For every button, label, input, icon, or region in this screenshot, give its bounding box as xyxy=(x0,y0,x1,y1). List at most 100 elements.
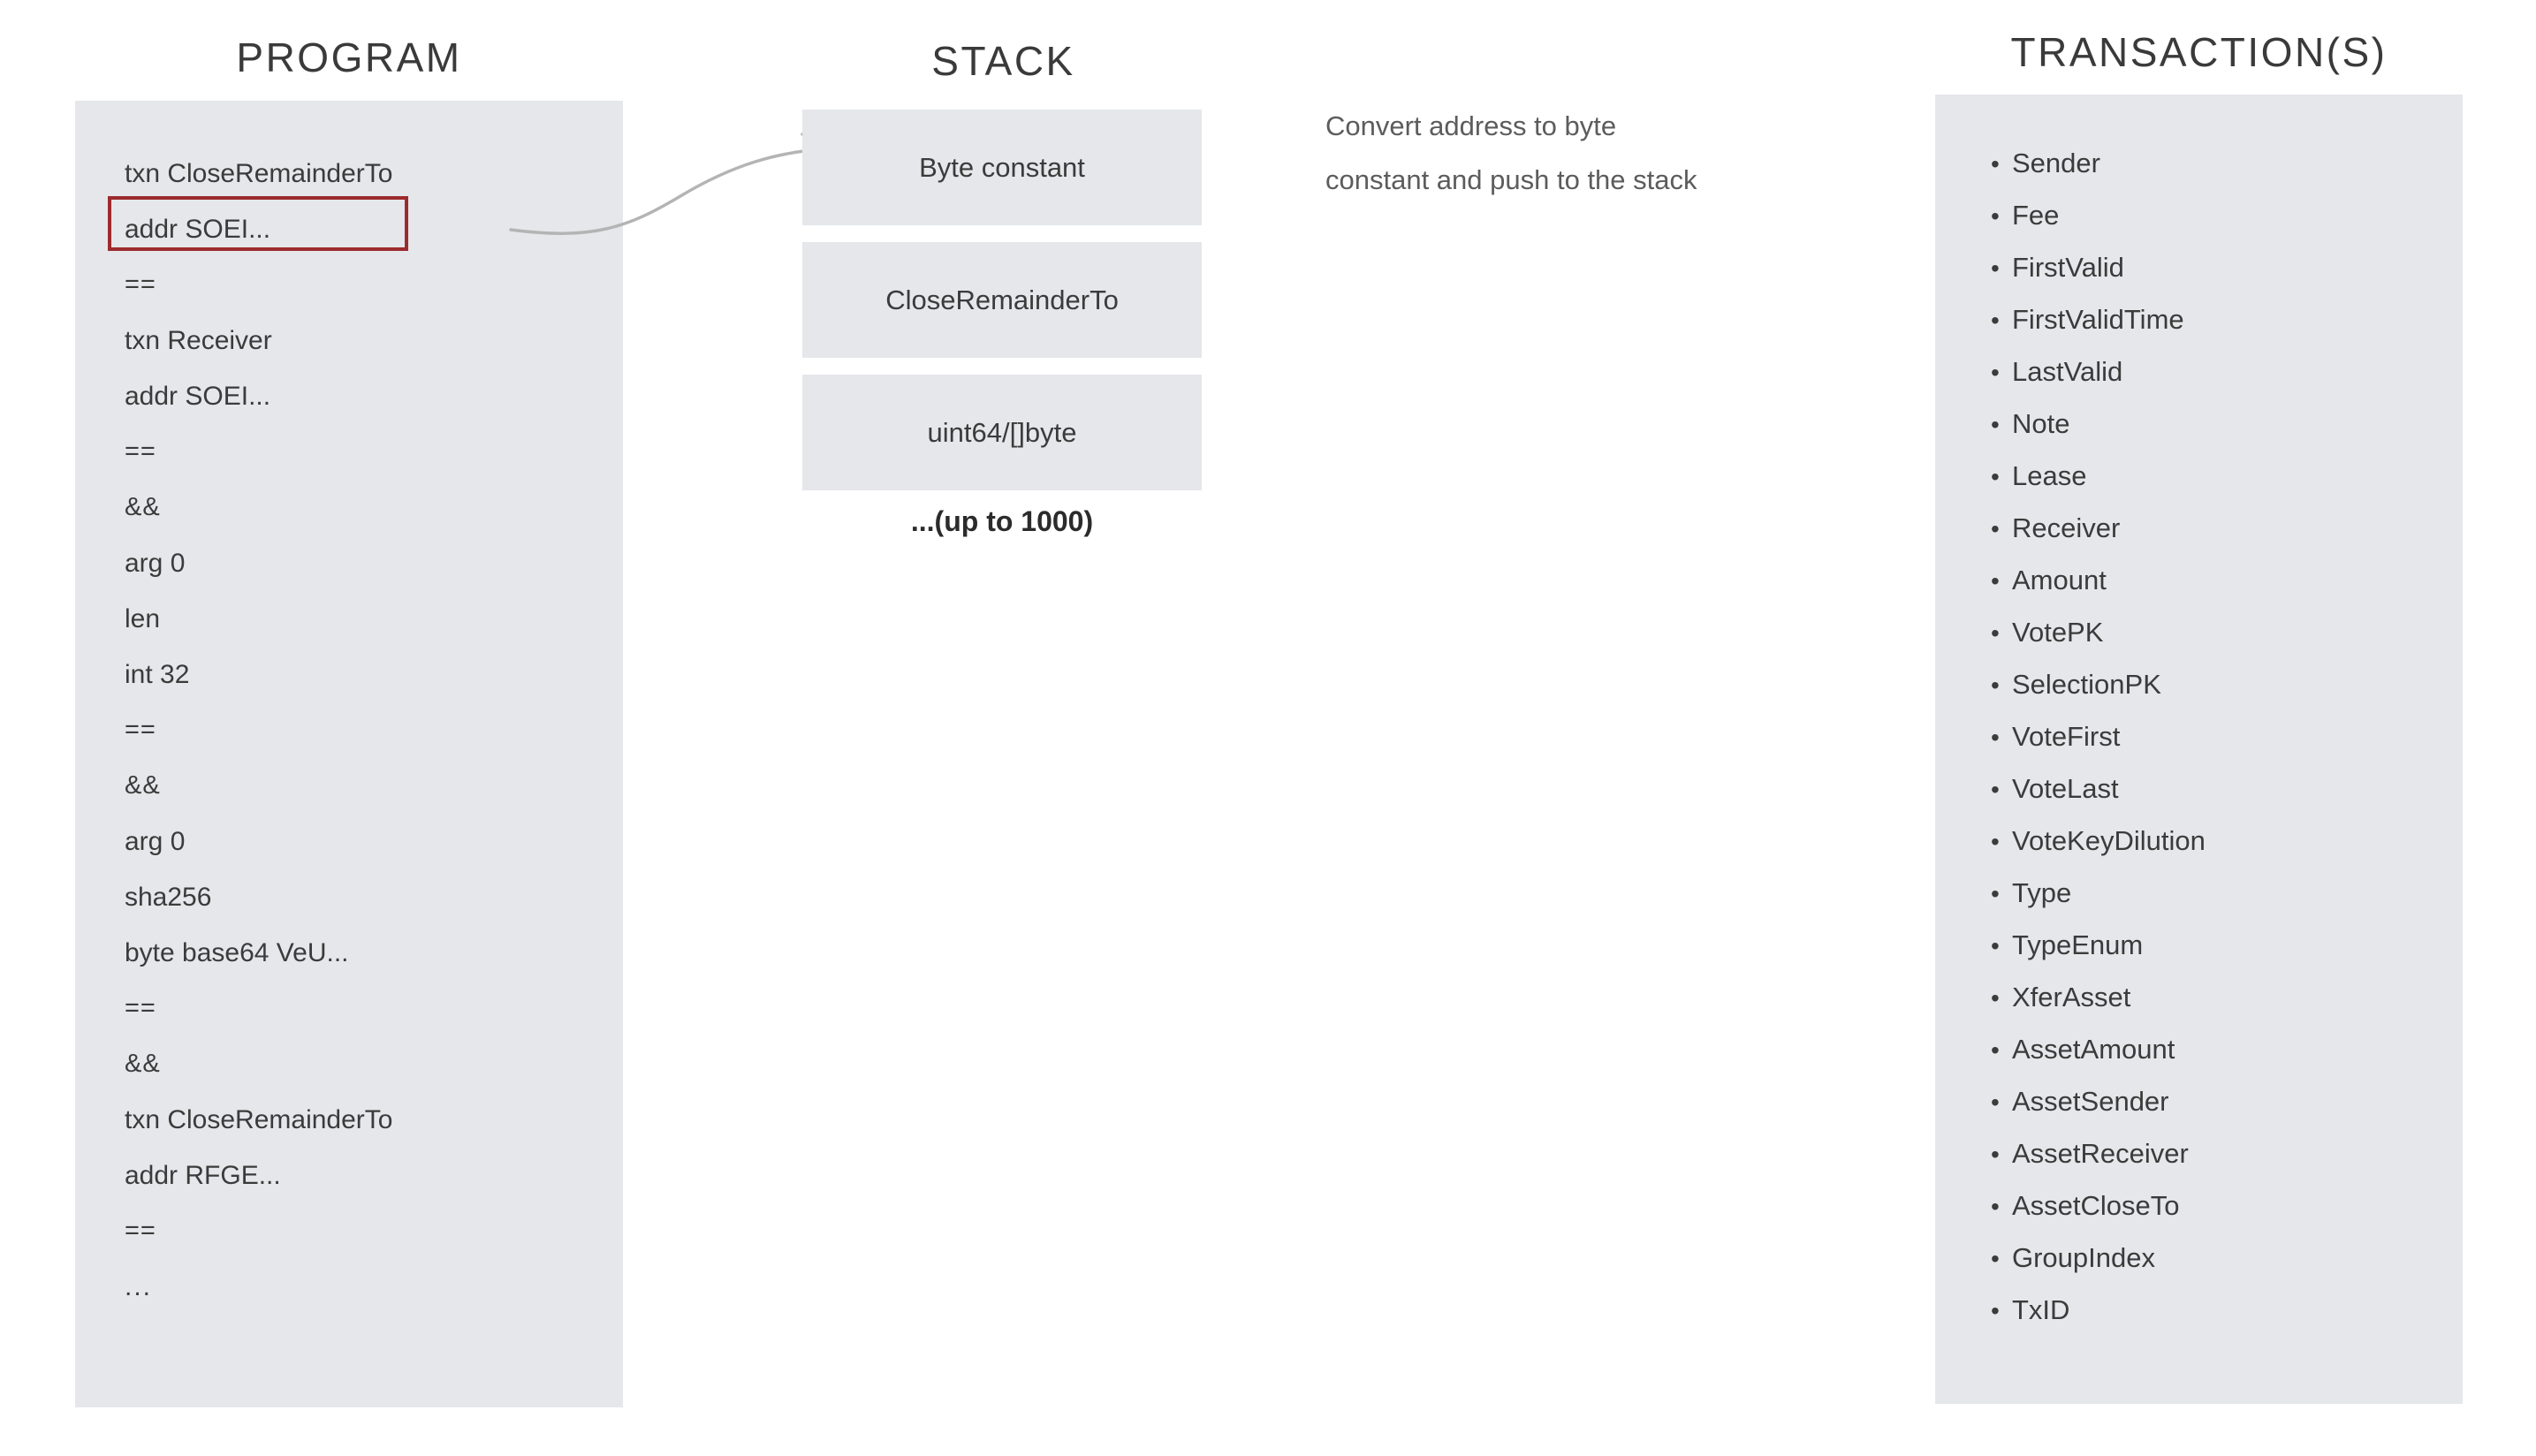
annotation-text: Convert address to byte constant and pus… xyxy=(1325,99,1873,207)
stack-box-label: CloseRemainderTo xyxy=(885,284,1119,315)
program-line: byte base64 VeU... xyxy=(125,938,349,967)
highlighted-instruction-box xyxy=(108,196,408,251)
program-line: txn CloseRemainderTo xyxy=(125,1105,393,1134)
transaction-field-label: Type xyxy=(2012,877,2072,908)
bullet-icon: • xyxy=(1991,515,2000,542)
transactions-column-heading: TRANSACTION(S) xyxy=(2010,29,2388,75)
transaction-field-label: TypeEnum xyxy=(2012,929,2144,960)
bullet-icon: • xyxy=(1991,828,2000,855)
transaction-field-item: • Sender xyxy=(1991,137,2450,189)
bullet-icon: • xyxy=(1991,150,2000,178)
transaction-field-item: •AssetAmount xyxy=(1991,1023,2450,1075)
transaction-field-label: Note xyxy=(2012,408,2070,439)
program-line: sha256 xyxy=(125,883,212,912)
transaction-field-item: • FirstValidTime xyxy=(1991,293,2450,345)
stack-box: uint64/[]byte xyxy=(802,375,1202,490)
stack-box: Byte constant xyxy=(802,110,1202,225)
bullet-icon: • xyxy=(1991,567,2000,595)
stack-box-label: uint64/[]byte xyxy=(927,416,1077,448)
transaction-field-label: AssetCloseTo xyxy=(2012,1190,2180,1221)
stack-column-heading: STACK xyxy=(931,38,1075,84)
bullet-icon: • xyxy=(1991,724,2000,751)
transaction-field-label: VoteFirst xyxy=(2012,721,2121,752)
transaction-field-label: Sender xyxy=(2012,148,2100,178)
transaction-field-label: Fee xyxy=(2012,200,2060,231)
program-line: addr SOEI... xyxy=(125,215,271,244)
transaction-field-item: • VoteKeyDilution xyxy=(1991,815,2450,867)
program-line: addr RFGE... xyxy=(125,1161,281,1190)
transaction-field-item: • XferAsset xyxy=(1991,971,2450,1023)
stack-box: CloseRemainderTo xyxy=(802,242,1202,358)
program-line: == xyxy=(125,437,156,466)
transaction-field-item: • VotePK xyxy=(1991,606,2450,658)
transaction-field-item: • Fee xyxy=(1991,189,2450,241)
program-line: && xyxy=(125,493,161,521)
program-line: == xyxy=(125,1217,156,1245)
transaction-field-label: AssetReceiver xyxy=(2012,1138,2189,1169)
program-line: int 32 xyxy=(125,660,190,689)
transaction-field-label: VotePK xyxy=(2012,617,2104,648)
bullet-icon: • xyxy=(1991,359,2000,386)
bullet-icon: • xyxy=(1991,880,2000,907)
transaction-field-label: XferAsset xyxy=(2012,982,2131,1012)
bullet-icon: • xyxy=(1991,671,2000,699)
transaction-field-item: • Lease xyxy=(1991,450,2450,502)
bullet-icon: • xyxy=(1991,307,2000,334)
transaction-field-label: FirstValid xyxy=(2012,252,2124,283)
transaction-field-item: • Receiver xyxy=(1991,502,2450,554)
bullet-icon: • xyxy=(1991,932,2000,959)
program-instruction-list: txn CloseRemainderTo addr SOEI... == txn Re… xyxy=(125,146,619,1315)
transaction-field-item: • Amount xyxy=(1991,554,2450,606)
transaction-field-item: • SelectionPK xyxy=(1991,658,2450,710)
bullet-icon: • xyxy=(1991,1088,2000,1116)
transaction-field-item: • FirstValid xyxy=(1991,241,2450,293)
transaction-field-label: VoteKeyDilution xyxy=(2012,825,2206,856)
transaction-field-label: Amount xyxy=(2012,565,2107,595)
transaction-field-label: FirstValidTime xyxy=(2012,304,2184,335)
transaction-field-label: Lease xyxy=(2012,460,2087,491)
transaction-field-label: GroupIndex xyxy=(2012,1242,2155,1273)
program-line: arg 0 xyxy=(125,827,186,856)
annotation-line-2: constant and push to the stack xyxy=(1325,164,1697,195)
transaction-field-label: SelectionPK xyxy=(2012,669,2161,700)
bullet-icon: • xyxy=(1991,1297,2000,1324)
transaction-field-label: LastValid xyxy=(2012,356,2123,387)
program-line: txn Receiver xyxy=(125,326,272,355)
program-line: arg 0 xyxy=(125,549,186,578)
bullet-icon: • xyxy=(1991,202,2000,230)
program-panel xyxy=(75,101,623,1407)
transaction-field-item: • AssetSender xyxy=(1991,1075,2450,1127)
program-line: txn CloseRemainderTo xyxy=(125,159,393,188)
bullet-icon: • xyxy=(1991,1141,2000,1168)
bullet-icon: • xyxy=(1991,984,2000,1012)
bullet-icon: • xyxy=(1991,1193,2000,1220)
program-line: && xyxy=(125,771,161,800)
transaction-field-item: • TxID xyxy=(1991,1284,2450,1336)
bullet-icon: • xyxy=(1991,411,2000,438)
program-line: len xyxy=(125,604,161,633)
transaction-field-item: • VoteLast xyxy=(1991,762,2450,815)
transaction-field-list: • Sender • Fee • FirstValid • FirstValidTime • La… xyxy=(1991,137,2450,1336)
transaction-field-item: •GroupIndex xyxy=(1991,1232,2450,1284)
transactions-panel xyxy=(1935,95,2463,1404)
transaction-field-label: Receiver xyxy=(2012,512,2121,543)
bullet-icon: • xyxy=(1991,254,2000,282)
program-line: ... xyxy=(125,1272,153,1301)
transaction-field-label: TxID xyxy=(2012,1294,2070,1325)
annotation-line-1: Convert address to byte xyxy=(1325,110,1617,141)
transaction-field-label: VoteLast xyxy=(2012,773,2119,804)
bullet-icon: • xyxy=(1991,776,2000,803)
transaction-field-item: • Note xyxy=(1991,398,2450,450)
transaction-field-item: • LastValid xyxy=(1991,345,2450,398)
transaction-field-item: • AssetReceiver xyxy=(1991,1127,2450,1179)
program-line: == xyxy=(125,270,156,299)
transaction-field-item: • TypeEnum xyxy=(1991,919,2450,971)
program-line: == xyxy=(125,994,156,1022)
transaction-field-label: AssetSender xyxy=(2012,1086,2169,1117)
program-line: == xyxy=(125,716,156,744)
transaction-field-item: • Type xyxy=(1991,867,2450,919)
bullet-icon: • xyxy=(1991,463,2000,490)
bullet-icon: • xyxy=(1991,619,2000,647)
program-line: && xyxy=(125,1050,161,1078)
